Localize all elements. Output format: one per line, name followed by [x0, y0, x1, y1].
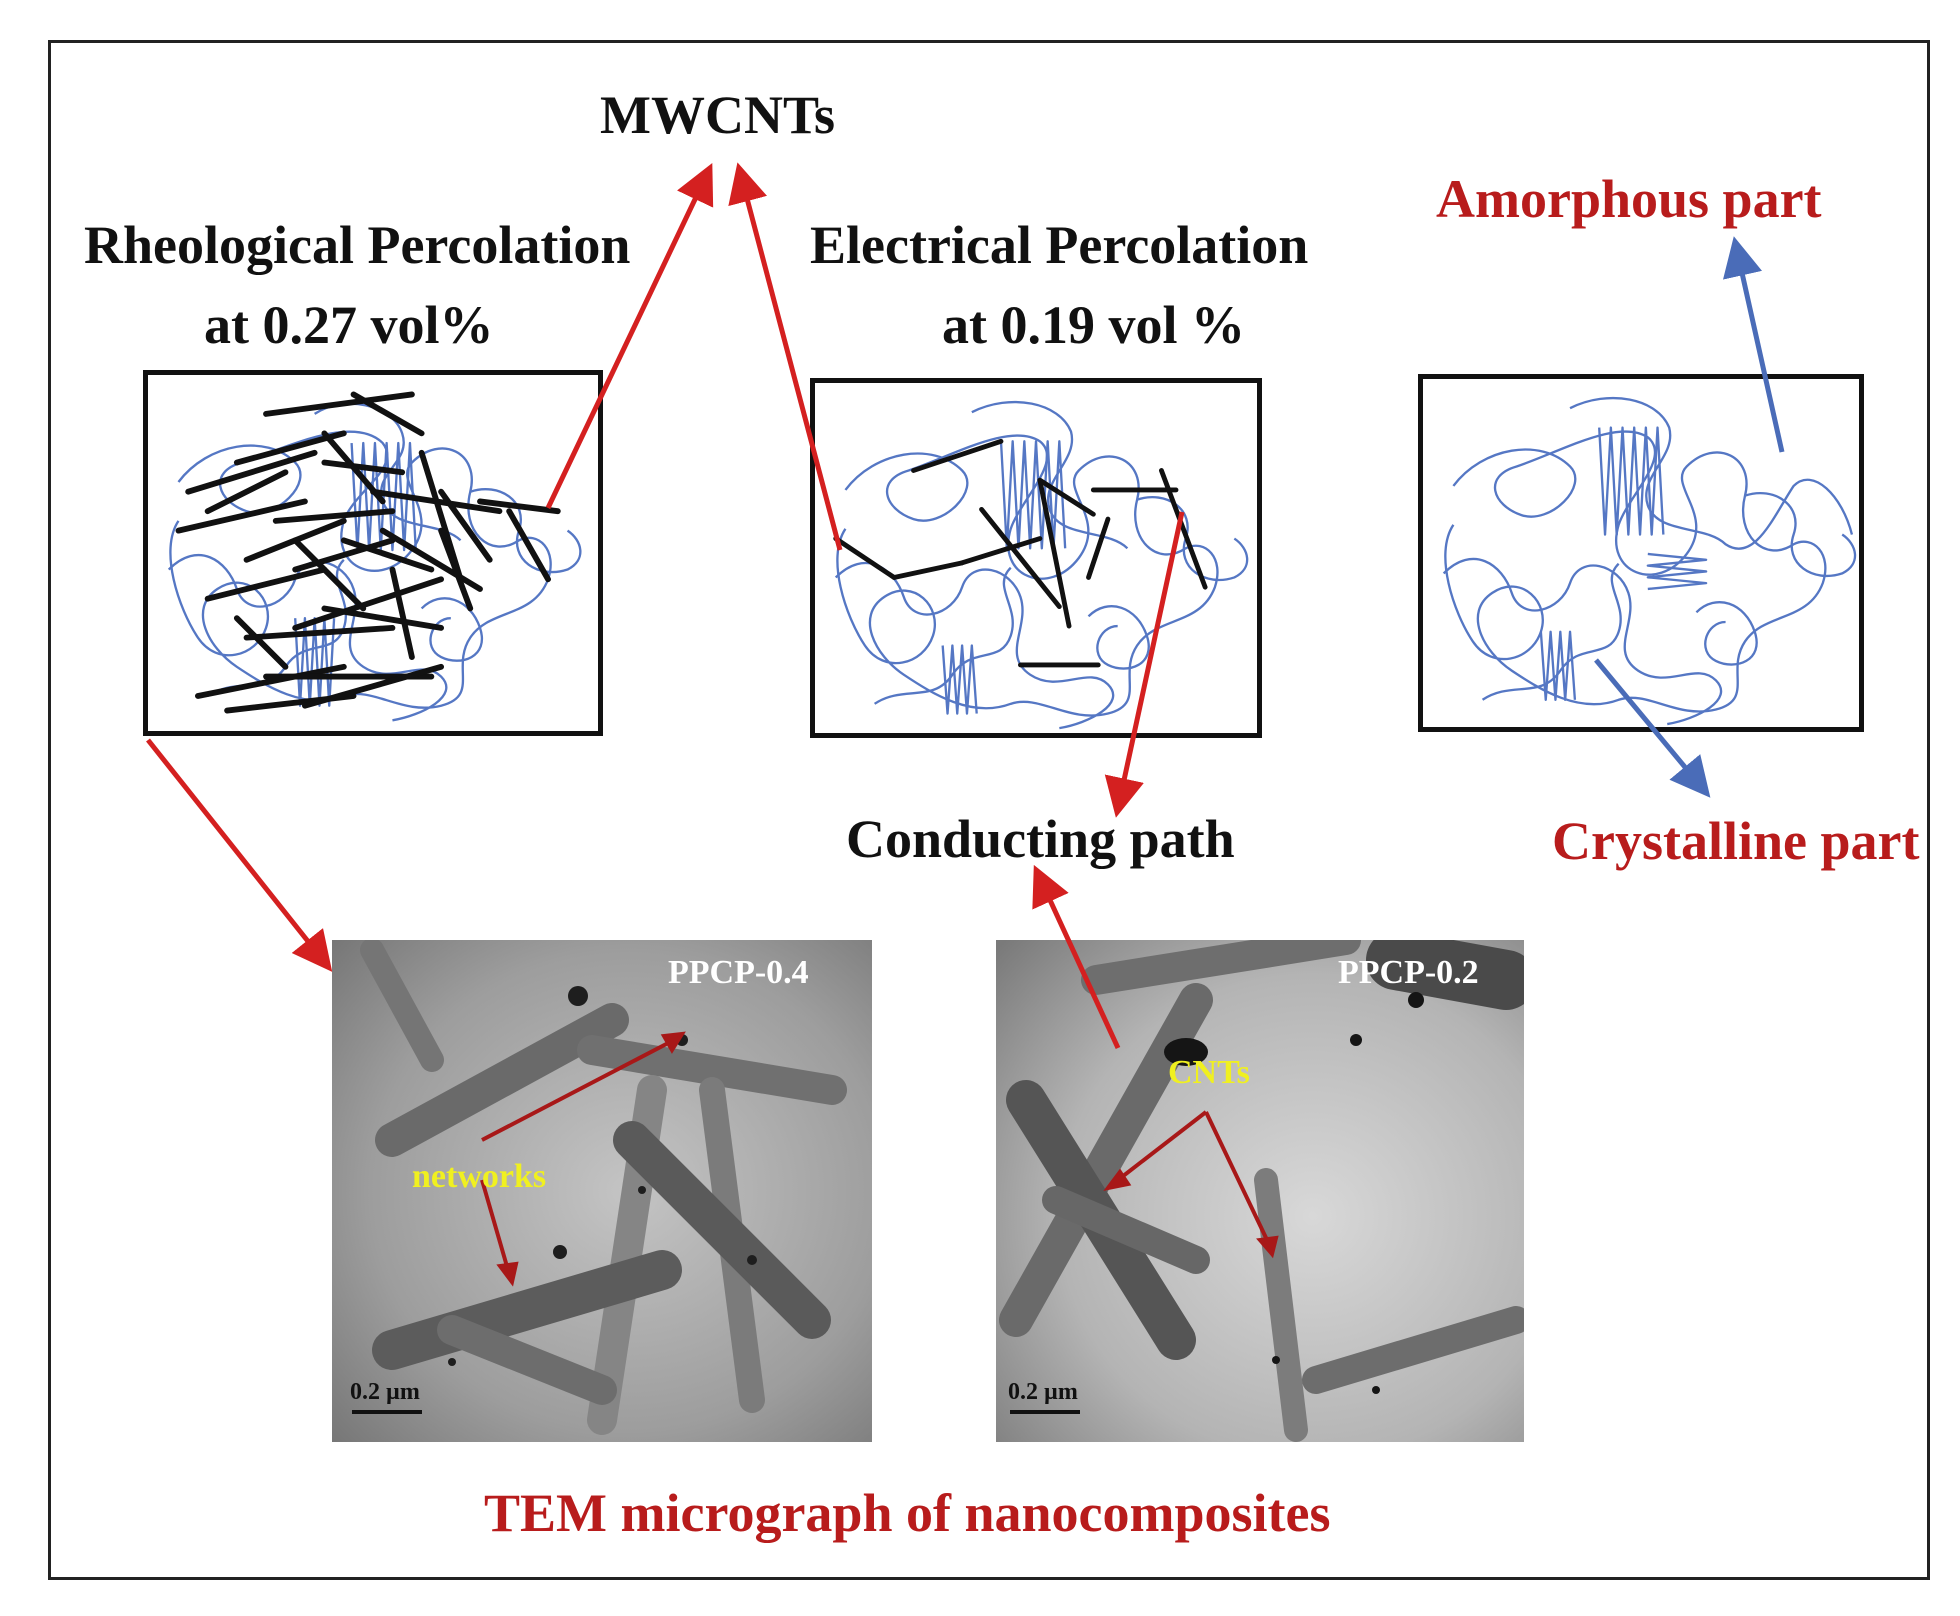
amorphous-part-label: Amorphous part	[1436, 169, 1822, 229]
electrical-percolation-title: Electrical Percolation	[810, 215, 1309, 275]
tem-image-right	[996, 940, 1524, 1442]
tem-right-sample-label: PPCP-0.2	[1338, 954, 1479, 991]
tem-micrograph-ppcp-0-2: PPCP-0.2 CNTs 0.2 µm	[996, 940, 1524, 1442]
tem-left-sample-label: PPCP-0.4	[668, 954, 809, 991]
cnts-annotation: CNTs	[1168, 1054, 1250, 1091]
mwcnts-label: MWCNTs	[600, 85, 836, 145]
networks-annotation: networks	[412, 1158, 547, 1195]
rheological-percolation-title: Rheological Percolation	[84, 215, 631, 275]
tem-left-scale-bar-label: 0.2 µm	[350, 1379, 420, 1405]
rheological-percolation-schematic	[143, 370, 603, 736]
electrical-percolation-value: at 0.19 vol %	[942, 295, 1245, 355]
crystalline-part-label: Crystalline part	[1552, 811, 1920, 871]
tem-image-left	[332, 940, 872, 1442]
tem-right-scale-bar-label: 0.2 µm	[1008, 1379, 1078, 1405]
tem-micrograph-ppcp-0-4: PPCP-0.4 networks 0.2 µm	[332, 940, 872, 1442]
electrical-percolation-schematic	[810, 378, 1262, 738]
polymer-cnt-network-drawing	[167, 391, 582, 722]
rheological-percolation-value: at 0.27 vol%	[204, 295, 494, 355]
figure-frame	[48, 40, 1930, 1580]
polymer-chain-drawing	[1442, 396, 1857, 726]
tem-caption: TEM micrograph of nanocomposites	[484, 1483, 1331, 1543]
polymer-morphology-schematic	[1418, 374, 1864, 732]
polymer-conducting-path-drawing	[833, 400, 1249, 730]
conducting-path-label: Conducting path	[846, 809, 1235, 869]
